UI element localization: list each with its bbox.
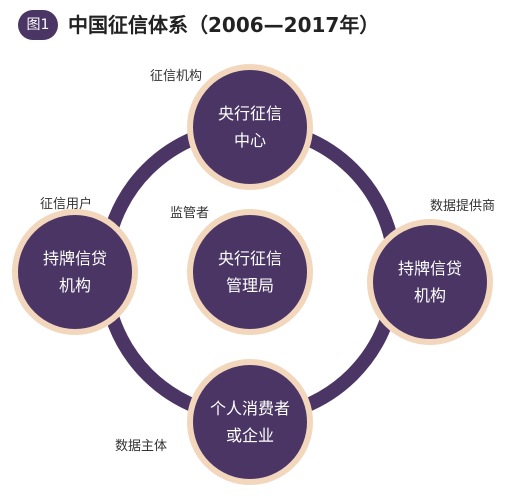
node-left-line2: 机构 (58, 276, 91, 295)
node-top-line1: 央行征信 (217, 104, 282, 123)
node-bottom-circle (187, 359, 313, 485)
role-top: 征信机构 (150, 69, 203, 84)
diagram-title: 中国征信体系（2006—2017年） (68, 13, 380, 37)
node-center-line1: 央行征信 (217, 249, 282, 268)
node-right-line2: 机构 (413, 286, 446, 305)
role-right: 数据提供商 (430, 199, 496, 214)
node-bottom-label: 个人消费者 或企业 (195, 395, 305, 449)
node-center-line2: 管理局 (225, 276, 274, 295)
node-center-label: 央行征信 管理局 (195, 245, 305, 299)
node-bottom-line2: 或企业 (225, 426, 274, 445)
node-bottom-line1: 个人消费者 (209, 399, 290, 418)
node-left-line1: 持牌信贷 (42, 249, 107, 268)
node-top-label: 央行征信 中心 (195, 100, 305, 154)
node-left-circle (12, 209, 138, 335)
role-bottom: 数据主体 (115, 439, 168, 454)
node-right-label: 持牌信贷 机构 (375, 255, 485, 309)
figure-badge: 图1 (18, 10, 58, 40)
role-center: 监管者 (170, 206, 210, 221)
node-top-circle (187, 64, 313, 190)
node-right-line1: 持牌信贷 (397, 259, 462, 278)
node-center-circle (187, 209, 313, 335)
node-left-label: 持牌信贷 机构 (20, 245, 130, 299)
role-left: 征信用户 (40, 197, 93, 212)
node-top-line2: 中心 (233, 131, 266, 150)
node-right-circle (367, 219, 493, 345)
